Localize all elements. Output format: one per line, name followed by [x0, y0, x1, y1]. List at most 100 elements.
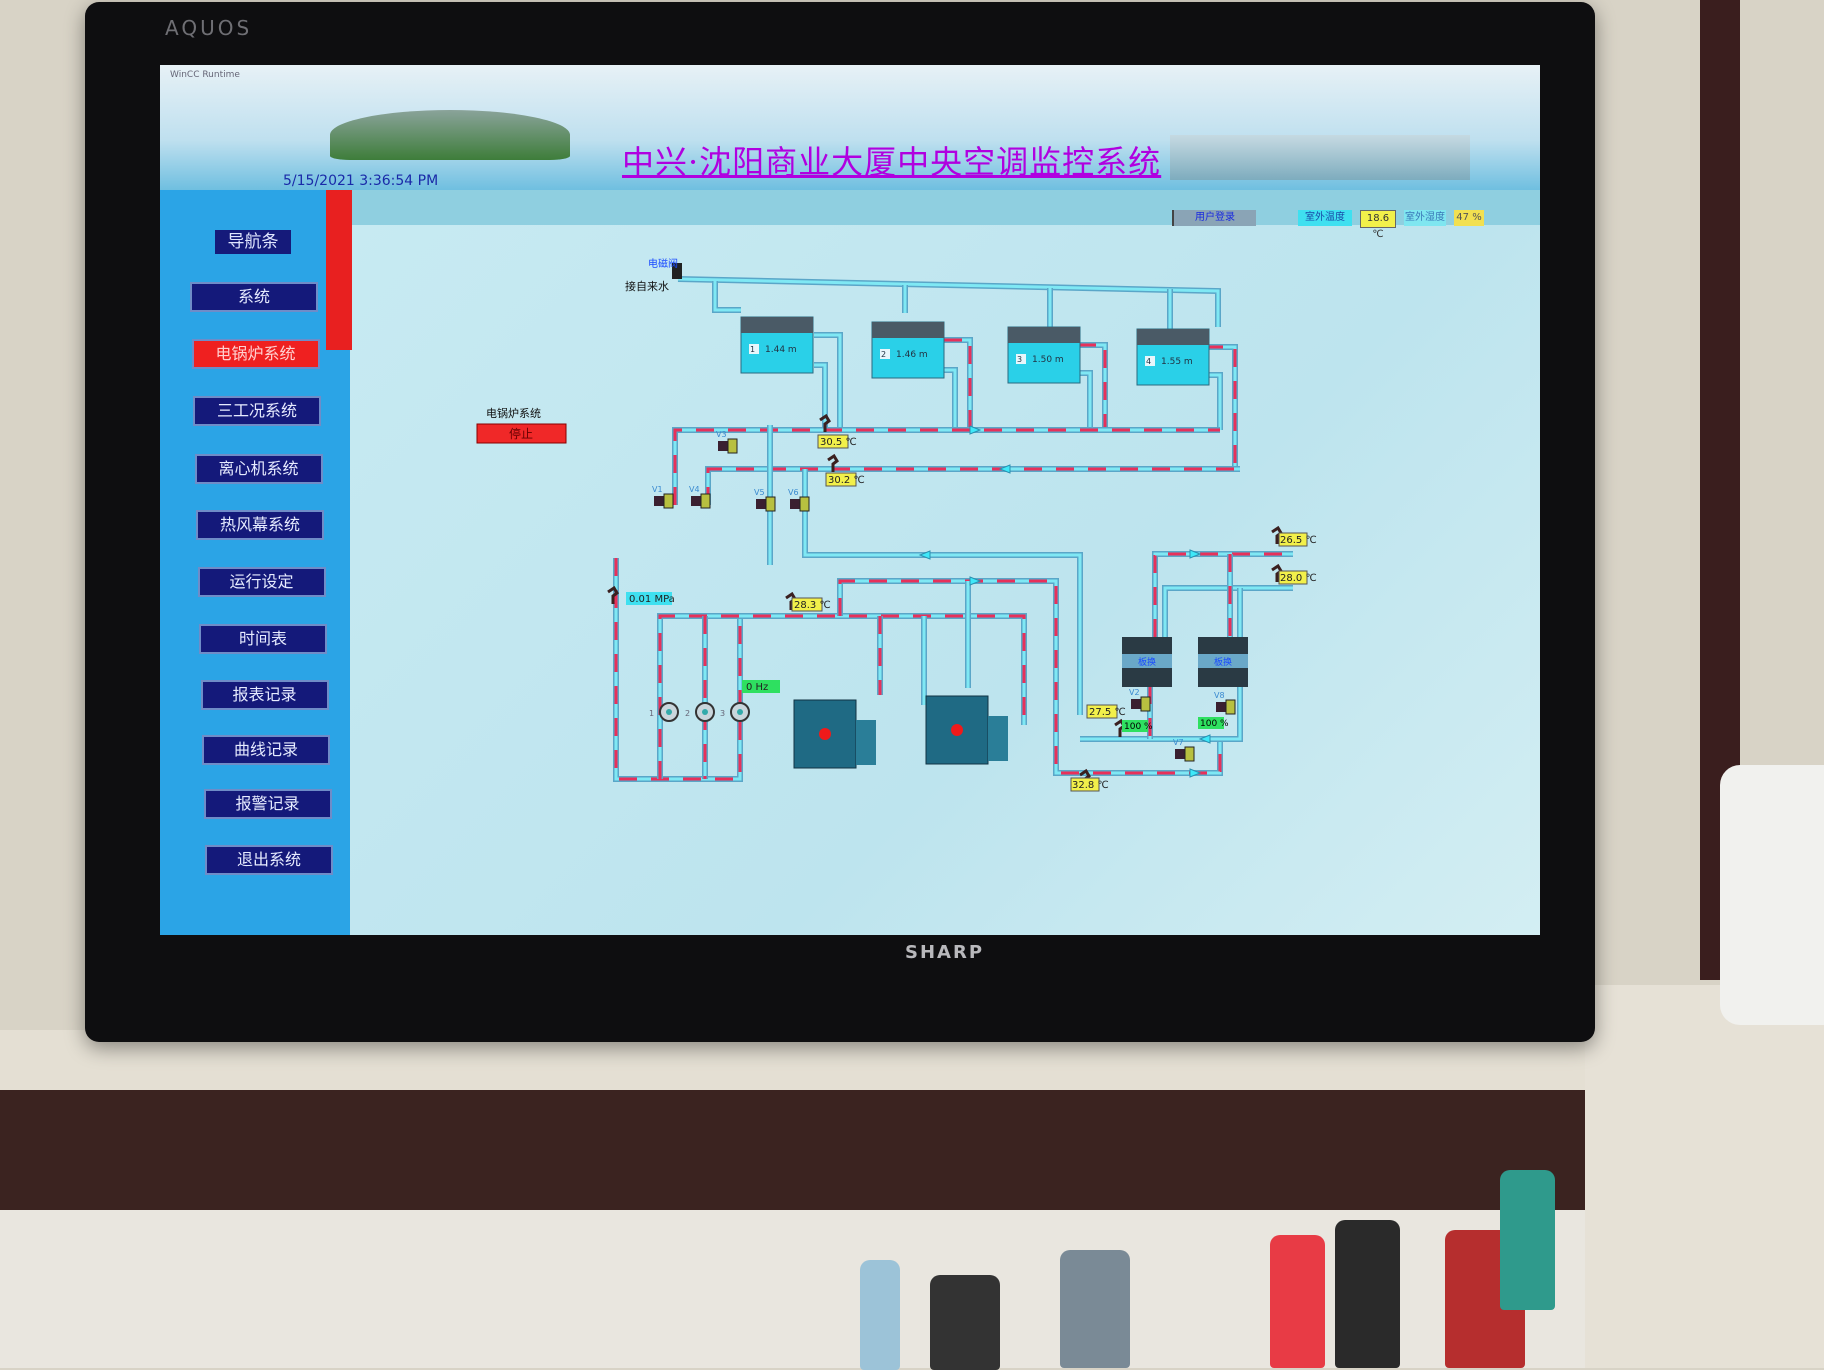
- header-banner: WinCC Runtime 中兴·沈阳商业大厦中央空调监控系统 5/15/202…: [160, 65, 1540, 190]
- nav-button[interactable]: 退出系统: [205, 845, 333, 875]
- heat-exchanger[interactable]: 板换: [1122, 637, 1172, 687]
- nav-title: 导航条: [215, 230, 291, 254]
- water-tank[interactable]: 3 1.50 m: [1007, 326, 1081, 384]
- pipe: [1162, 585, 1293, 637]
- valve-icon[interactable]: V8: [1214, 691, 1236, 715]
- pipe: [802, 469, 1083, 715]
- valve-icon[interactable]: V4: [689, 485, 711, 509]
- nav-button[interactable]: 曲线记录: [202, 735, 330, 765]
- hot-pipe: [705, 466, 1240, 505]
- pump-icon[interactable]: 2: [685, 702, 715, 722]
- water-tank[interactable]: 4 1.55 m: [1136, 328, 1210, 386]
- boiler-status-light: [951, 724, 963, 736]
- hx-valve-open-1: 100 %: [1122, 720, 1153, 732]
- nav-button[interactable]: 电锅炉系统: [191, 339, 320, 369]
- components: 1 1.44 m 2 1.46 m 3 1.50 m 4 1.55 m V1 V4 V5 V6 V3V2…: [607, 263, 1283, 787]
- svg-text:32.8 ℃: 32.8 ℃: [1072, 780, 1109, 791]
- runtime-label: WinCC Runtime: [170, 70, 240, 80]
- tank-level: 1.46 m: [896, 350, 928, 360]
- bottle: [1270, 1235, 1325, 1368]
- pipe: [1078, 370, 1093, 430]
- tank-id: 4: [1146, 357, 1151, 366]
- valve-icon[interactable]: V3: [716, 430, 738, 454]
- hot-pipe: [837, 578, 1223, 776]
- tank-level: 1.55 m: [1161, 357, 1193, 367]
- nav-button[interactable]: 系统: [190, 282, 318, 312]
- svg-text:30.2 ℃: 30.2 ℃: [828, 475, 865, 486]
- water-tank[interactable]: 2 1.46 m: [871, 321, 945, 379]
- pipe: [1205, 372, 1223, 430]
- datetime: 5/15/2021 3:36:54 PM: [283, 173, 439, 189]
- temperature-sensor-icon: [827, 453, 839, 472]
- electric-boiler[interactable]: [925, 695, 1008, 765]
- flow-arrow-icon: [918, 550, 931, 560]
- valve-icon[interactable]: V5: [754, 488, 776, 512]
- nav-button[interactable]: 运行设定: [197, 567, 326, 597]
- electric-boiler[interactable]: [793, 699, 876, 769]
- pipes: [613, 276, 1293, 782]
- system-status-indicator[interactable]: [476, 423, 567, 444]
- tank-id: 1: [750, 345, 755, 354]
- pipe: [1080, 686, 1243, 742]
- svg-text:100 %: 100 %: [1124, 722, 1153, 732]
- outdoor-temp-label: 室外温度: [1298, 210, 1352, 226]
- monitor-brand-bottom: SHARP: [905, 942, 985, 963]
- tank-id: 3: [1017, 355, 1022, 364]
- nav-button[interactable]: 报表记录: [200, 680, 329, 710]
- heat-exchanger[interactable]: 板换: [1198, 637, 1248, 687]
- valve-label: V3: [716, 430, 727, 439]
- temp-label-t4: 26.5 ℃: [1278, 532, 1317, 547]
- valve-label: V4: [689, 485, 700, 494]
- valve-icon[interactable]: V7: [1173, 738, 1195, 762]
- water-tank[interactable]: 1 1.44 m: [740, 316, 814, 374]
- login-button[interactable]: 用户登录: [1172, 210, 1256, 226]
- outdoor-humidity-label: 室外湿度: [1404, 210, 1446, 226]
- temperature-sensor-icon: [607, 585, 619, 604]
- hot-pipe: [613, 558, 743, 782]
- system-label: 电锅炉系统: [486, 407, 541, 420]
- hot-pipe: [1205, 344, 1238, 469]
- valve-label: V8: [1214, 691, 1225, 700]
- pressure-readout: 0.01 MPa: [626, 592, 675, 605]
- outdoor-temp-value: 18.6 ℃: [1360, 210, 1396, 240]
- valve-label: V5: [754, 488, 765, 497]
- banner-island-image: [330, 110, 570, 160]
- valve-icon[interactable]: V1: [652, 485, 674, 509]
- nav-button[interactable]: 报警记录: [203, 789, 332, 819]
- hot-pipe: [944, 337, 973, 430]
- nav-button[interactable]: 热风幕系统: [196, 510, 324, 540]
- flow-arrow-icon: [1189, 549, 1202, 559]
- tank-level: 1.50 m: [1032, 355, 1064, 365]
- system-status: 停止: [509, 426, 533, 441]
- svg-text:0 Hz: 0 Hz: [746, 682, 768, 693]
- pump-label: 2: [685, 709, 690, 718]
- pump-icon[interactable]: 3: [720, 702, 750, 722]
- svg-text:26.5 ℃: 26.5 ℃: [1280, 535, 1317, 546]
- valve-icon[interactable]: V2: [1129, 688, 1151, 712]
- hot-pipe: [672, 427, 1220, 505]
- pump-frequency-readout: 0 Hz: [742, 680, 780, 693]
- pipe: [944, 367, 958, 430]
- tank-id: 2: [881, 350, 886, 359]
- kettle: [1720, 765, 1824, 1025]
- valve-label: V7: [1173, 738, 1184, 747]
- solenoid-valve-icon[interactable]: [672, 263, 682, 279]
- hx-valve-open-2: 100 %: [1198, 717, 1229, 729]
- flow-arrow-icon: [1189, 768, 1202, 778]
- nav-button[interactable]: 三工况系统: [193, 396, 321, 426]
- bottle: [1500, 1170, 1555, 1310]
- boiler-diagram: 1 1.44 m 2 1.46 m 3 1.50 m 4 1.55 m V1 V4 V5 V6 V3V2…: [476, 257, 1317, 792]
- monitor-brand-top: AQUOS: [165, 16, 253, 40]
- bottle: [860, 1260, 900, 1370]
- pipe: [677, 276, 1221, 327]
- valve-icon[interactable]: V6: [788, 488, 810, 512]
- nav-button[interactable]: 离心机系统: [194, 454, 323, 484]
- valve-label: V2: [1129, 688, 1140, 697]
- boiler-status-light: [819, 728, 831, 740]
- flow-arrow-icon: [969, 425, 982, 435]
- pump-icon[interactable]: 1: [649, 702, 679, 722]
- tank-level: 1.44 m: [765, 345, 797, 355]
- pipe: [814, 362, 828, 430]
- nav-button[interactable]: 时间表: [199, 624, 327, 654]
- pump-label: 1: [649, 709, 654, 718]
